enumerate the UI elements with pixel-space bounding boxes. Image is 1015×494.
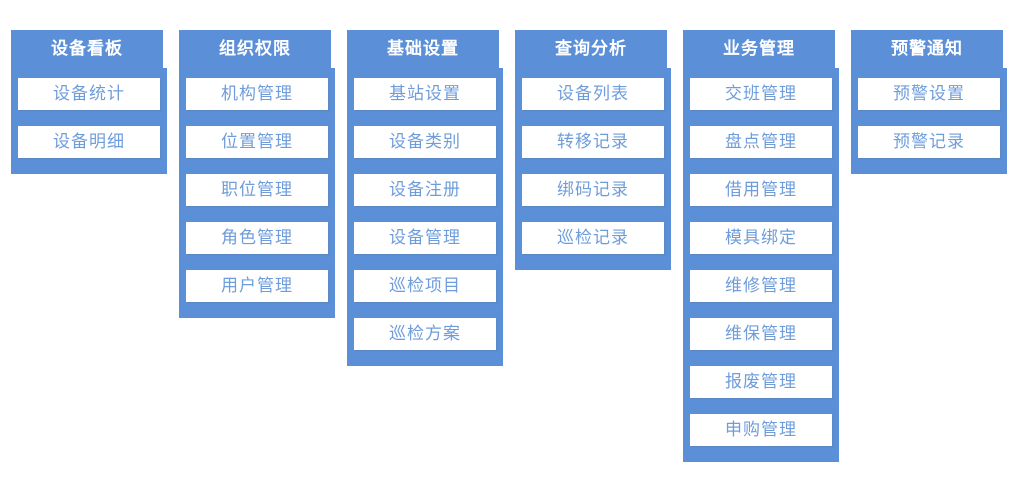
menu-item-business-management-5: 维保管理 xyxy=(690,318,832,350)
menu-item-basic-settings-5: 巡检方案 xyxy=(354,318,496,350)
menu-item-business-management-3: 模具绑定 xyxy=(690,222,832,254)
module-column-query-analysis: 查询分析 设备列表转移记录绑码记录巡检记录 xyxy=(515,30,671,270)
menu-item-query-analysis-1: 转移记录 xyxy=(522,126,664,158)
menu-item-org-permissions-2: 职位管理 xyxy=(186,174,328,206)
menu-item-basic-settings-4: 巡检项目 xyxy=(354,270,496,302)
module-title-device-dashboard: 设备看板 xyxy=(11,30,163,68)
menu-item-device-dashboard-1: 设备明细 xyxy=(18,126,160,158)
module-column-device-dashboard: 设备看板 设备统计设备明细 xyxy=(11,30,167,174)
module-items-alert-notification: 预警设置预警记录 xyxy=(851,68,1007,174)
menu-item-org-permissions-3: 角色管理 xyxy=(186,222,328,254)
module-items-business-management: 交班管理盘点管理借用管理模具绑定维修管理维保管理报废管理申购管理 xyxy=(683,68,839,462)
module-items-device-dashboard: 设备统计设备明细 xyxy=(11,68,167,174)
menu-item-business-management-7: 申购管理 xyxy=(690,414,832,446)
menu-item-query-analysis-3: 巡检记录 xyxy=(522,222,664,254)
module-title-query-analysis: 查询分析 xyxy=(515,30,667,68)
module-column-alert-notification: 预警通知 预警设置预警记录 xyxy=(851,30,1007,174)
module-title-business-management: 业务管理 xyxy=(683,30,835,68)
menu-item-query-analysis-2: 绑码记录 xyxy=(522,174,664,206)
menu-item-business-management-2: 借用管理 xyxy=(690,174,832,206)
module-title-alert-notification: 预警通知 xyxy=(851,30,1003,68)
menu-item-business-management-1: 盘点管理 xyxy=(690,126,832,158)
menu-item-basic-settings-2: 设备注册 xyxy=(354,174,496,206)
module-column-org-permissions: 组织权限 机构管理位置管理职位管理角色管理用户管理 xyxy=(179,30,335,318)
menu-item-business-management-4: 维修管理 xyxy=(690,270,832,302)
menu-item-org-permissions-4: 用户管理 xyxy=(186,270,328,302)
module-title-org-permissions: 组织权限 xyxy=(179,30,331,68)
module-column-basic-settings: 基础设置 基站设置设备类别设备注册设备管理巡检项目巡检方案 xyxy=(347,30,503,366)
menu-item-basic-settings-1: 设备类别 xyxy=(354,126,496,158)
menu-item-basic-settings-0: 基站设置 xyxy=(354,78,496,110)
feature-map-board: 设备看板 设备统计设备明细 组织权限 机构管理位置管理职位管理角色管理用户管理 … xyxy=(11,30,1007,462)
module-items-query-analysis: 设备列表转移记录绑码记录巡检记录 xyxy=(515,68,671,270)
menu-item-business-management-0: 交班管理 xyxy=(690,78,832,110)
menu-item-alert-notification-1: 预警记录 xyxy=(858,126,1000,158)
menu-item-org-permissions-1: 位置管理 xyxy=(186,126,328,158)
module-title-basic-settings: 基础设置 xyxy=(347,30,499,68)
menu-item-org-permissions-0: 机构管理 xyxy=(186,78,328,110)
menu-item-query-analysis-0: 设备列表 xyxy=(522,78,664,110)
menu-item-basic-settings-3: 设备管理 xyxy=(354,222,496,254)
module-items-org-permissions: 机构管理位置管理职位管理角色管理用户管理 xyxy=(179,68,335,318)
menu-item-business-management-6: 报废管理 xyxy=(690,366,832,398)
module-column-business-management: 业务管理 交班管理盘点管理借用管理模具绑定维修管理维保管理报废管理申购管理 xyxy=(683,30,839,462)
menu-item-alert-notification-0: 预警设置 xyxy=(858,78,1000,110)
module-items-basic-settings: 基站设置设备类别设备注册设备管理巡检项目巡检方案 xyxy=(347,68,503,366)
menu-item-device-dashboard-0: 设备统计 xyxy=(18,78,160,110)
